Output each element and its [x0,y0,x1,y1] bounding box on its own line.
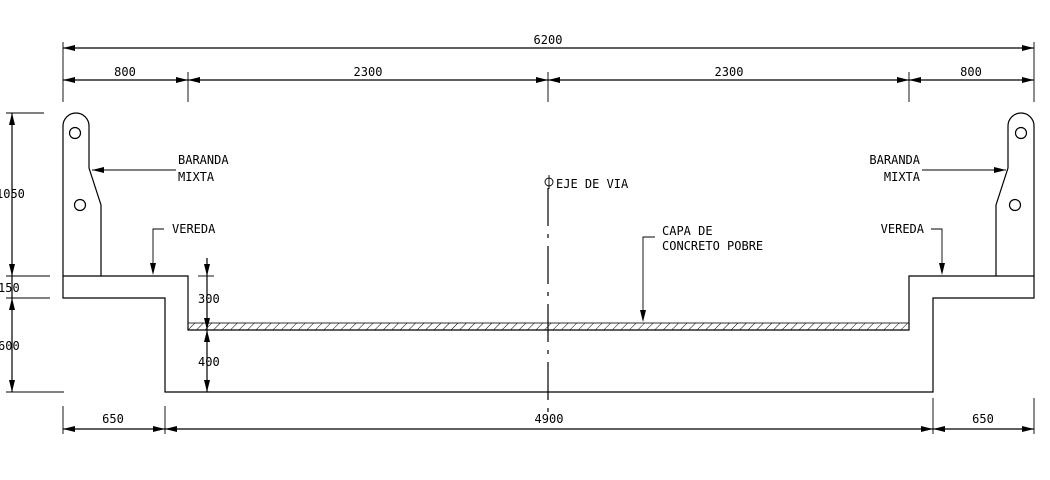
dim-left-lane: 2300 [354,65,383,79]
railing-right-label-line1: BARANDA [869,153,920,167]
left-dimensions: 1050 150 600 [0,112,64,393]
sidewalk-right-label: VEREDA [881,222,925,236]
dim-right-lane: 2300 [715,65,744,79]
dim-bottom-right: 650 [972,412,994,426]
railing-right [995,112,1035,276]
dim-deck-top-depth: 300 [198,292,220,306]
railing-left-label-line2: MIXTA [178,170,215,184]
road-axis-label: EJE DE VIA [556,177,629,191]
centerline-symbol-icon [544,175,554,189]
railing-left [62,112,102,276]
railing-right-label-line2: MIXTA [884,170,921,184]
dim-edge-depth: 600 [0,339,20,353]
road-axis: EJE DE VIA [544,175,629,420]
dim-bottom-center: 4900 [535,412,564,426]
dim-bottom-left: 650 [102,412,124,426]
concrete-layer-label-line1: CAPA DE [662,224,713,238]
dim-right-sidewalk: 800 [960,65,982,79]
top-dimensions: 6200 800 2300 2300 800 [62,33,1035,102]
concrete-layer-label-group: CAPA DE CONCRETO POBRE [640,224,763,322]
dim-railing-height: 1050 [0,187,25,201]
sidewalk-labels: VEREDA VEREDA [150,222,945,275]
railing-labels: BARANDA MIXTA BARANDA MIXTA [92,153,1006,184]
dim-deck-depth: 400 [198,355,220,369]
deck-depth-dimensions: 300 400 [198,258,220,392]
dim-left-sidewalk: 800 [114,65,136,79]
bottom-dimensions: 650 4900 650 [62,398,1035,434]
dim-overall-width: 6200 [534,33,563,47]
dim-sidewalk-thickness: 150 [0,281,20,295]
concrete-layer-label-line2: CONCRETO POBRE [662,239,763,253]
sidewalk-left-label: VEREDA [172,222,216,236]
railing-left-label-line1: BARANDA [178,153,229,167]
